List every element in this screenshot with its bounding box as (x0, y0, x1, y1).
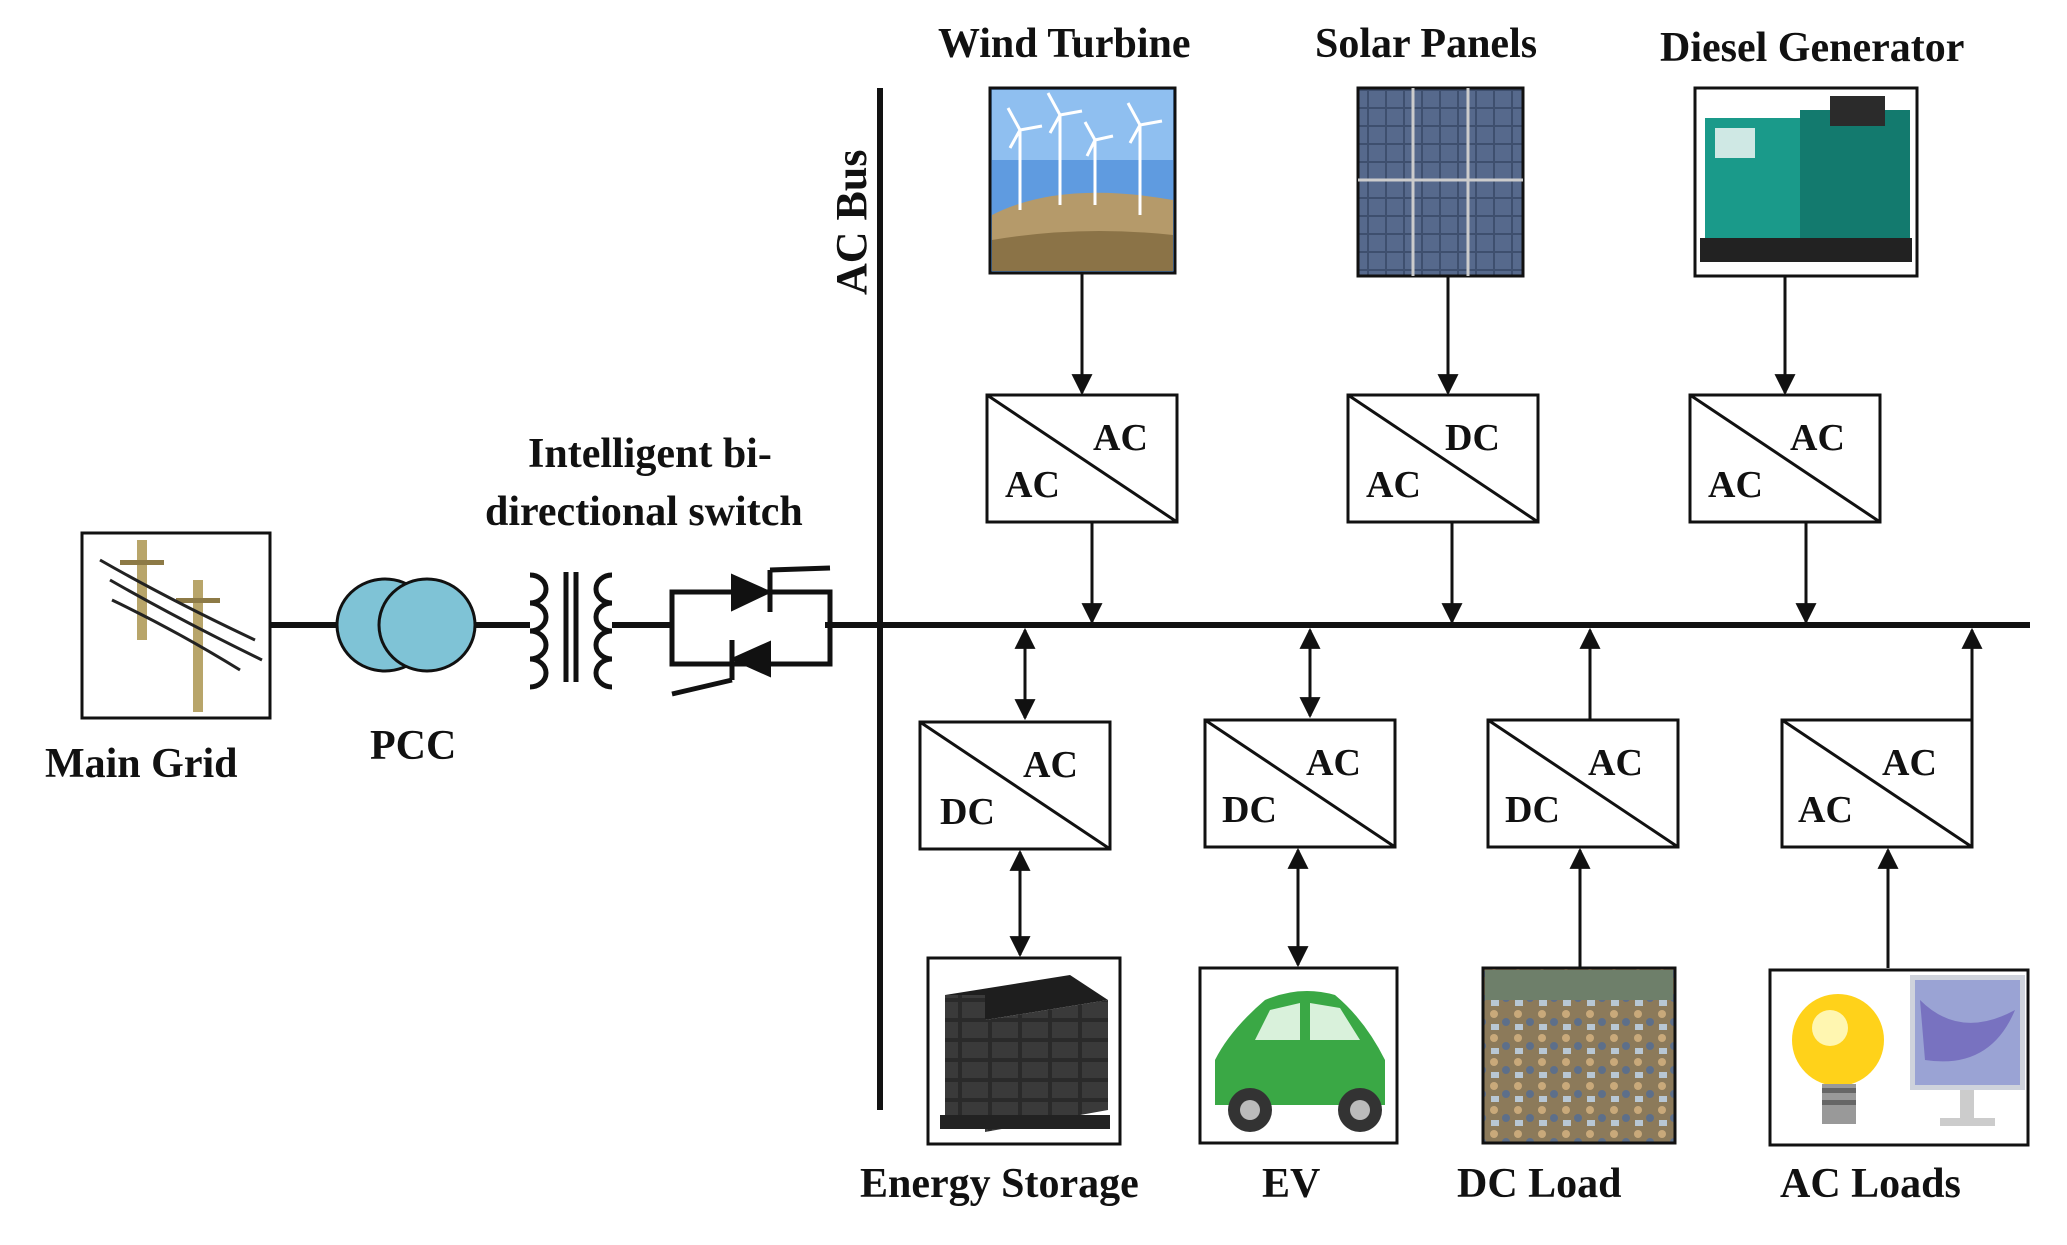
converter-ev-bottom: DC (1222, 789, 1277, 831)
converter-diesel-bottom: AC (1708, 464, 1763, 506)
diesel-generator-image (1693, 86, 1919, 278)
converter-ev-top: AC (1306, 742, 1361, 784)
main-grid-label: Main Grid (45, 741, 238, 787)
main-grid-image (80, 531, 272, 720)
energy-storage-image (926, 956, 1122, 1146)
pcc-symbol (335, 577, 477, 673)
ac-bus-label: AC Bus (827, 149, 876, 296)
converter-solar (1346, 393, 1540, 524)
ev-label: EV (1262, 1161, 1321, 1207)
converter-ac-loads (1780, 718, 1974, 849)
converter-wind-bottom: AC (1005, 464, 1060, 506)
converter-diesel (1688, 393, 1882, 524)
converter-storage-top: AC (1023, 744, 1078, 786)
converter-dc-load-bottom: DC (1505, 789, 1560, 831)
load-arrows (1009, 627, 1983, 968)
dc-load-label: DC Load (1457, 1161, 1622, 1207)
diesel-generator-label: Diesel Generator (1660, 25, 1965, 71)
source-arrows (1071, 274, 1817, 625)
wind-turbine-image (988, 86, 1177, 275)
energy-storage-label: Energy Storage (860, 1161, 1139, 1207)
solar-panels-label: Solar Panels (1315, 21, 1538, 67)
converter-dc-load-top: AC (1588, 742, 1643, 784)
ac-loads-label: AC Loads (1780, 1161, 1961, 1207)
transformer-symbol (529, 572, 613, 690)
converter-ac-loads-bottom: AC (1798, 789, 1853, 831)
switch-label-line1: Intelligent bi- (528, 431, 772, 477)
bidirectional-switch-symbol (669, 565, 833, 697)
converter-ev (1203, 718, 1397, 849)
switch-label-line2: directional switch (485, 489, 803, 535)
solar-panels-image (1356, 86, 1525, 278)
converter-solar-top: DC (1445, 417, 1500, 459)
converter-dc-load (1486, 718, 1680, 849)
pcc-label: PCC (370, 723, 457, 769)
ac-loads-image (1768, 968, 2030, 1147)
dc-load-image (1481, 966, 1677, 1145)
converter-wind-top: AC (1093, 417, 1148, 459)
converter-ac-loads-top: AC (1882, 742, 1937, 784)
converter-storage-bottom: DC (940, 791, 995, 833)
wind-turbine-label: Wind Turbine (938, 21, 1191, 67)
converter-storage (918, 720, 1112, 851)
converter-solar-bottom: AC (1366, 464, 1421, 506)
ev-image (1198, 966, 1399, 1145)
converter-diesel-top: AC (1790, 417, 1845, 459)
